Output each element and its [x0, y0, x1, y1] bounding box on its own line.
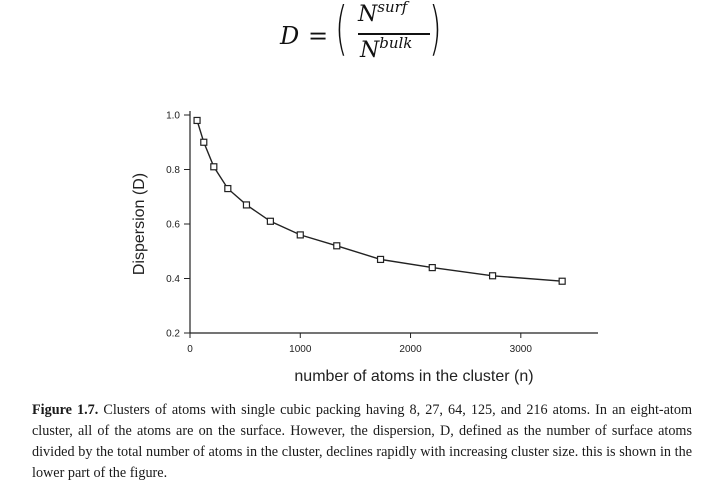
- equation-left-paren: (: [335, 0, 348, 62]
- equation-numerator: Nsurf: [358, 0, 407, 27]
- y-tick-label: 0.2: [166, 329, 180, 340]
- y-tick-label: 0.6: [166, 220, 180, 231]
- equation-fraction-bar: [358, 33, 430, 35]
- data-point: [296, 231, 304, 239]
- x-tick-label: 0: [187, 344, 193, 355]
- dispersion-chart: 0 1000 2000 3000 0.2 0.4 0.6 0.8 1.0 number of …: [131, 111, 598, 385]
- equation-denominator-base: N: [360, 38, 380, 63]
- y-tick-label: 1.0: [166, 111, 180, 122]
- data-point: [428, 264, 436, 272]
- data-point: [376, 255, 385, 264]
- x-axis-ticks: 0 1000 2000 3000: [187, 333, 532, 355]
- caption-figure-label: Figure 1.7.: [32, 402, 99, 418]
- data-point: [558, 277, 566, 285]
- equation-numerator-sup: surf: [377, 0, 408, 16]
- data-point: [200, 138, 208, 146]
- equation-equals-sign: =: [308, 22, 329, 50]
- y-axis-title: Dispersion (D): [131, 173, 148, 275]
- equation-right-paren: ): [429, 0, 442, 62]
- y-tick-label: 0.8: [166, 165, 180, 176]
- x-tick-label: 2000: [399, 344, 422, 355]
- data-point: [224, 184, 232, 193]
- dispersion-equation: D = ( Nsurf Nbulk ): [278, 0, 458, 64]
- figure-caption: Figure 1.7. Clusters of atoms with singl…: [32, 400, 692, 484]
- equation-denominator: Nbulk: [360, 34, 412, 63]
- x-axis-title: number of atoms in the cluster (n): [294, 368, 533, 385]
- x-tick-label: 3000: [510, 344, 533, 355]
- series-markers: [193, 116, 566, 285]
- data-point: [333, 242, 341, 250]
- caption-text: Clusters of atoms with single cubic pack…: [32, 402, 693, 481]
- y-axis-ticks: 0.2 0.4 0.6 0.8 1.0: [166, 111, 190, 340]
- equation-numerator-base: N: [358, 2, 378, 27]
- data-point: [266, 217, 274, 225]
- series-line: [196, 120, 563, 282]
- data-point: [210, 163, 218, 171]
- equation-denominator-sup: bulk: [379, 34, 413, 52]
- data-point: [488, 272, 497, 280]
- equation-lhs: D: [280, 22, 300, 50]
- y-tick-label: 0.4: [166, 274, 180, 285]
- x-tick-label: 1000: [289, 344, 312, 355]
- chart-axes: [189, 111, 598, 334]
- data-point: [242, 201, 251, 209]
- data-point: [193, 116, 201, 125]
